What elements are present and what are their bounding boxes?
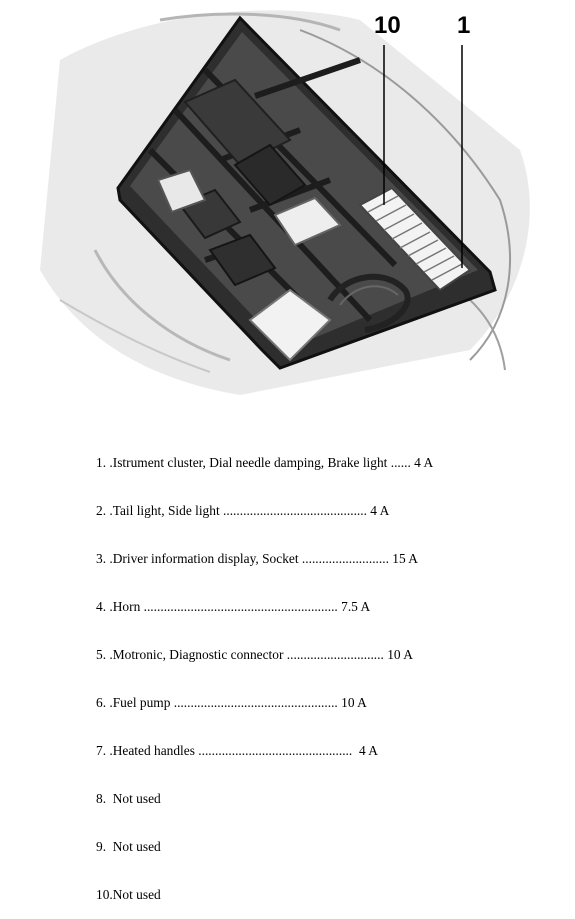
fuse-box-illustration — [40, 10, 530, 396]
fuse-entry-6: 6. .Fuel pump ..........................… — [96, 695, 367, 710]
callout-fuse-1: 1 — [457, 12, 471, 39]
fuse-entry-5: 5. .Motronic, Diagnostic connector .....… — [96, 647, 413, 662]
callout-fuse-10: 10 — [374, 12, 401, 39]
fuse-entry-3: 3. .Driver information display, Socket .… — [96, 551, 418, 566]
fuse-entry-1: 1. .Istrument cluster, Dial needle dampi… — [96, 455, 434, 470]
fuse-legend: 1. .Istrument cluster, Dial needle dampi… — [96, 423, 433, 919]
fuse-entry-9: 9. Not used — [96, 839, 161, 854]
fuse-entry-8: 8. Not used — [96, 791, 161, 806]
fuse-entry-10: 10.Not used — [96, 887, 161, 902]
fuse-entry-7: 7. .Heated handles .....................… — [96, 743, 378, 758]
fuse-box-photo: 10 1 — [0, 0, 575, 400]
fuse-entry-4: 4. .Horn ...............................… — [96, 599, 371, 614]
fuse-entry-2: 2. .Tail light, Side light .............… — [96, 503, 390, 518]
